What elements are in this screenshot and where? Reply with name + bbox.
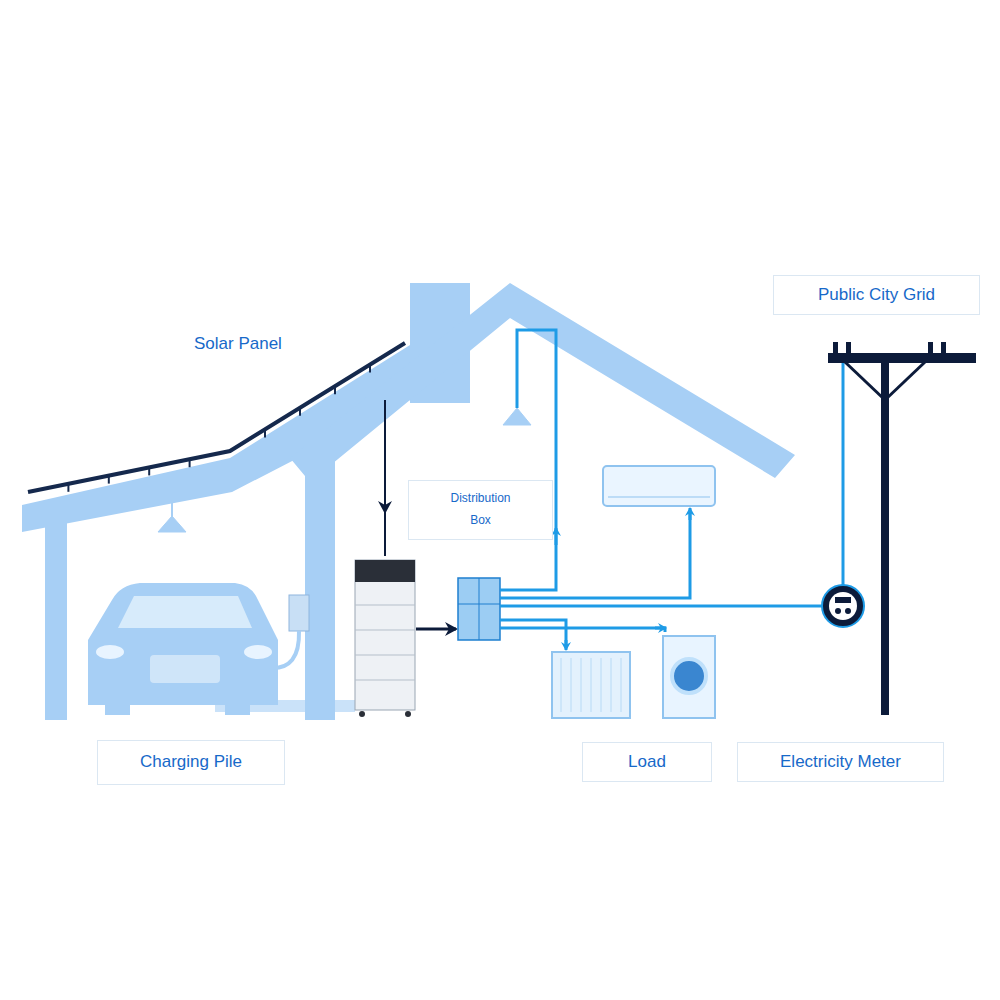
meter-label-box: Electricity Meter — [737, 742, 944, 782]
grid-label-box: Public City Grid — [773, 275, 980, 315]
load-label-box: Load — [582, 742, 712, 782]
charging-label-box: Charging Pile — [97, 740, 285, 785]
node-text: Distribution Box — [441, 488, 521, 531]
node-text: Charging Pile — [140, 751, 242, 773]
distribution-label-box: Distribution Box — [408, 480, 553, 540]
node-text: Load — [628, 751, 666, 773]
node-text: Electricity Meter — [780, 751, 901, 773]
node-text: Public City Grid — [818, 284, 935, 306]
part-label: Solar Panel — [194, 334, 282, 354]
